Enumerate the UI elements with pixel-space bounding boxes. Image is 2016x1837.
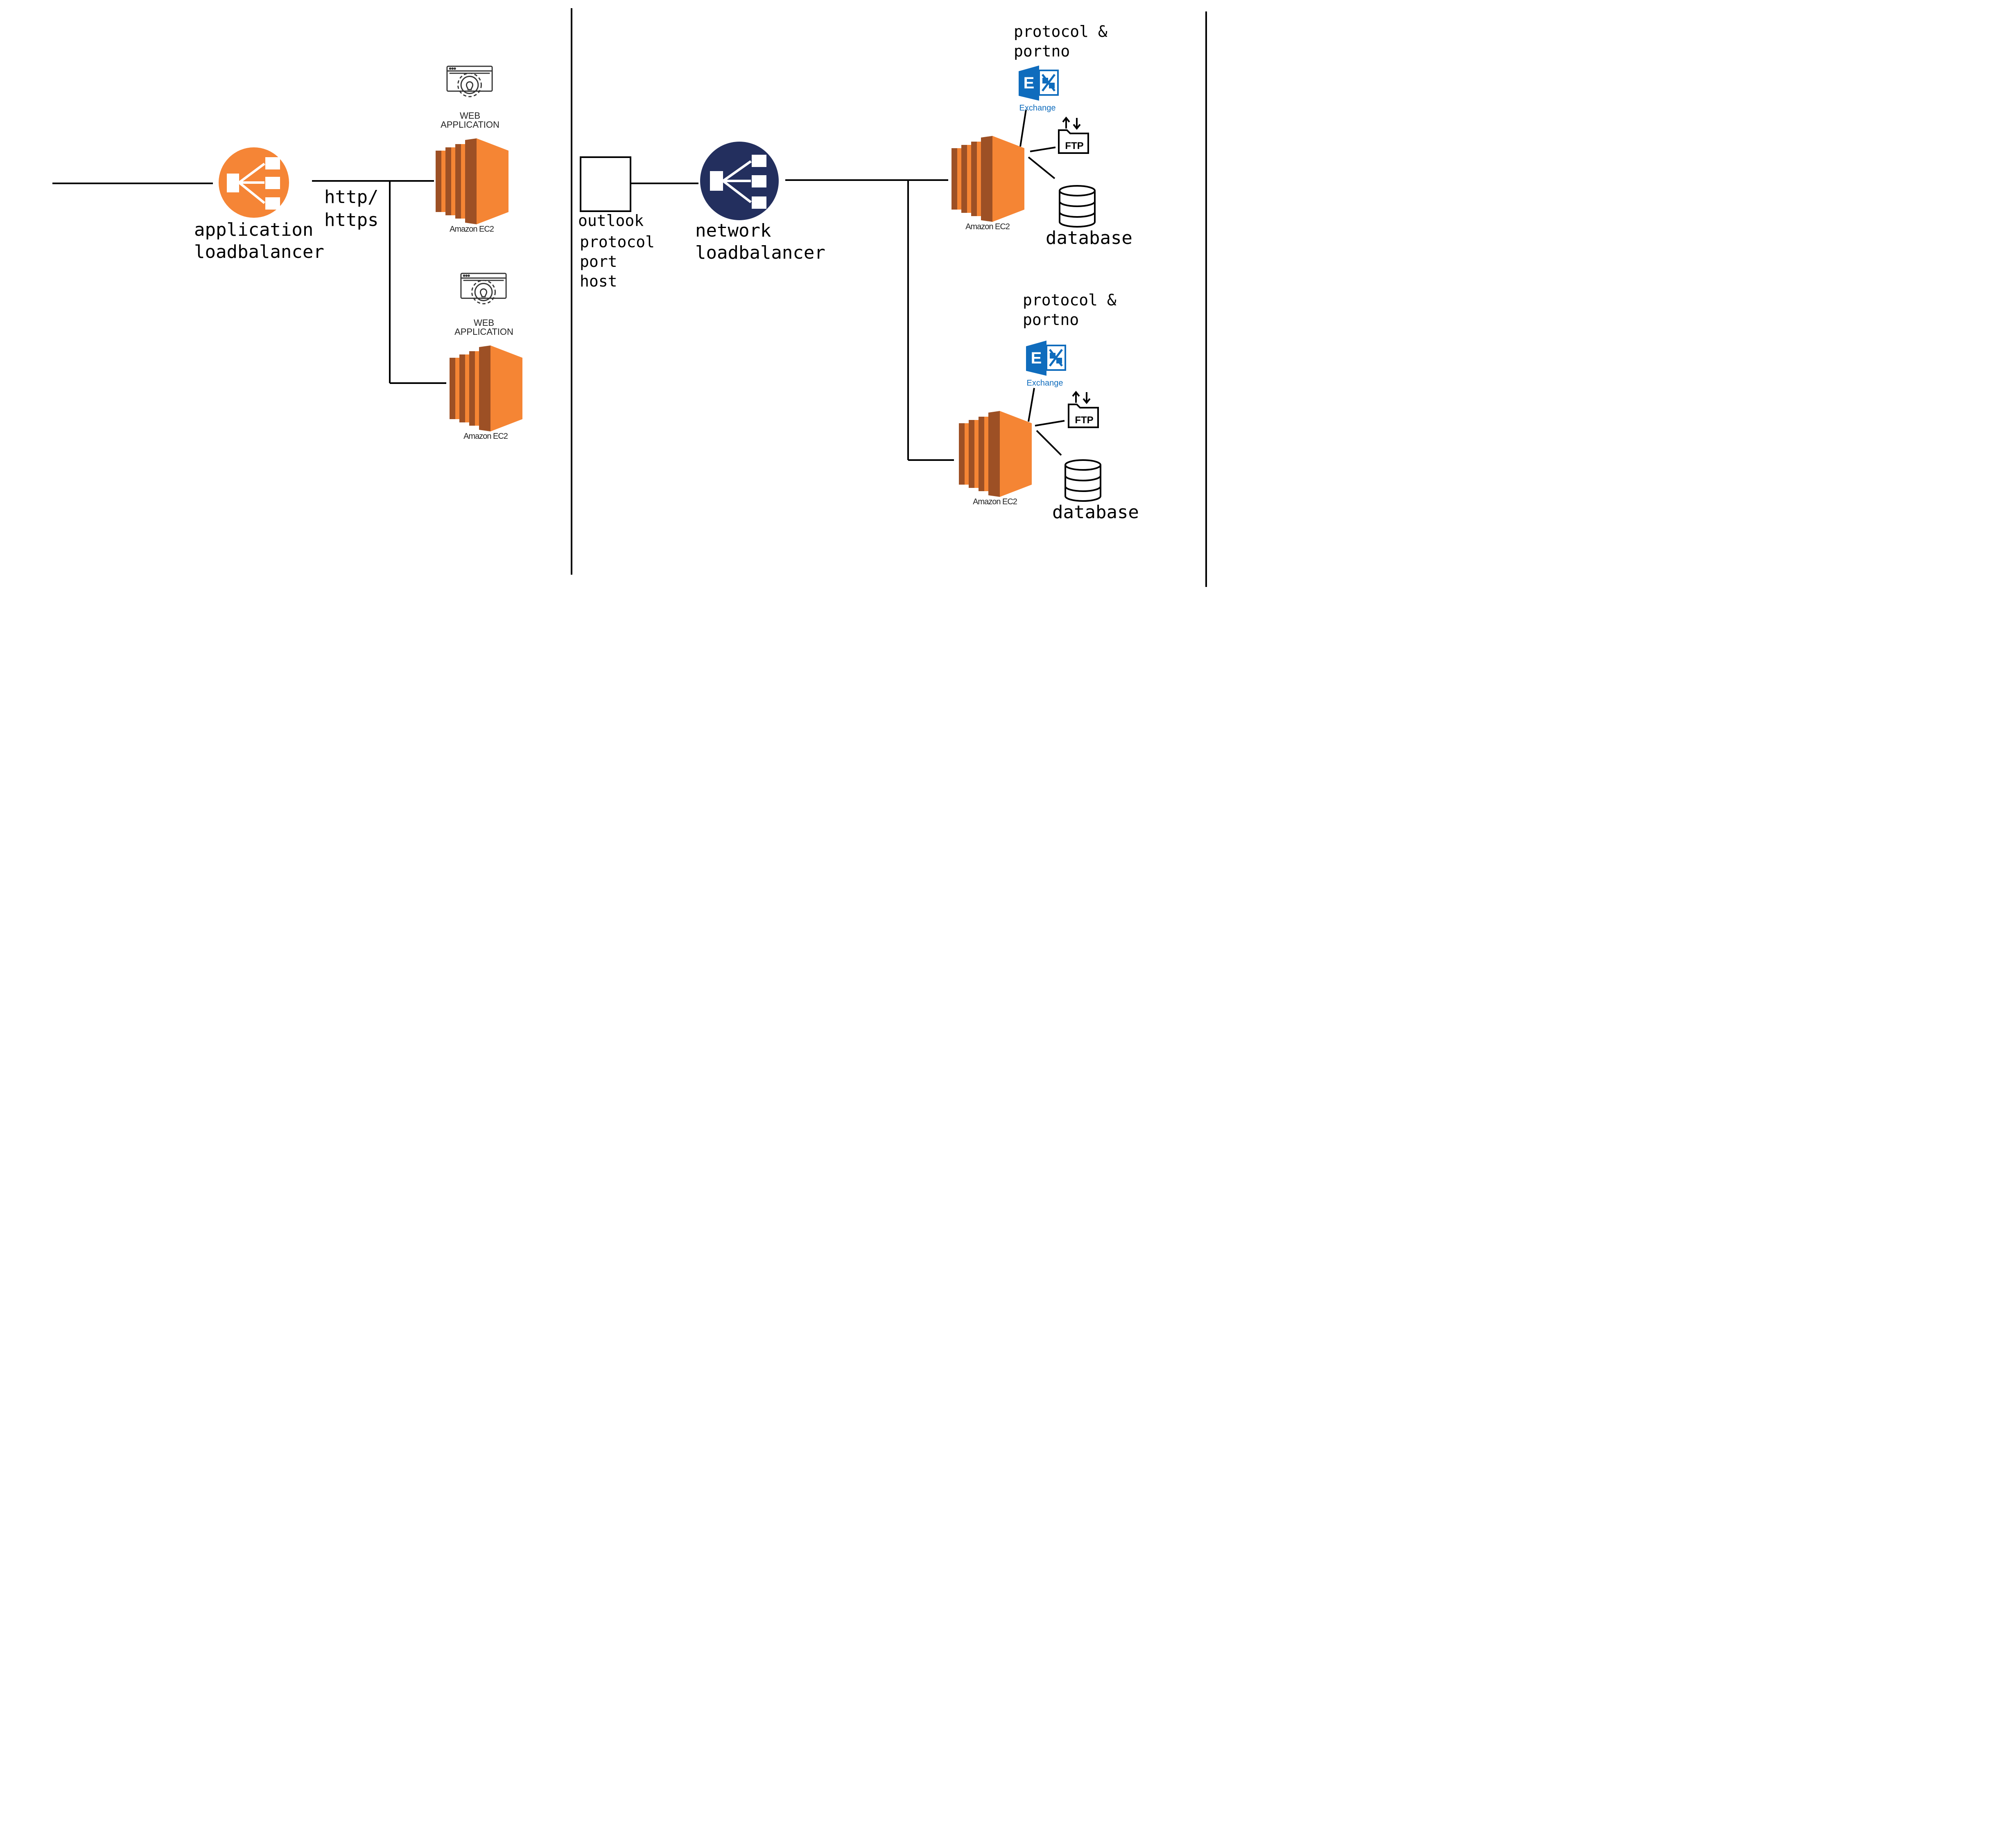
ec2-label: Amazon EC2 [973,497,1017,506]
connector-lines [52,109,1065,461]
application-lb-label-line2: loadbalancer [194,241,324,262]
application-load-balancer[interactable]: application loadbalancer [194,147,324,262]
exchange-label: Exchange [1019,104,1056,113]
exchange-label: Exchange [1027,379,1063,388]
client-detail-port: port [580,253,617,271]
network-load-balancer-icon [700,142,779,220]
ec2-instance-web-1[interactable]: Amazon EC2 [436,138,509,234]
database-label: database [1046,228,1132,248]
ec2-label: Amazon EC2 [463,432,508,441]
web-application-icon [446,65,493,97]
protocol-portno-label-line2: portno [1014,42,1070,60]
ec2-instance-icon[interactable] [959,411,1032,497]
ec2-instance-icon [436,138,509,224]
web-application-label-line1: WEB [460,111,480,121]
network-lb-label-line1: network [695,220,771,241]
web-application-label-line2: APPLICATION [441,120,499,130]
ec2-instance-icon[interactable] [951,136,1024,222]
ftp-label: FTP [1075,415,1093,426]
database-label: database [1052,502,1139,523]
application-load-balancer-icon [219,147,289,218]
outlook-client[interactable]: outlook protocol port host [578,156,655,290]
ftp-label: FTP [1065,140,1083,151]
network-lb-label-line2: loadbalancer [695,242,825,263]
outlook-box [580,156,631,212]
protocol-portno-label-line2: portno [1023,311,1079,329]
protocol-portno-label-line1: protocol & [1014,23,1107,41]
database-icon [1065,459,1101,502]
outlook-label: outlook [578,212,644,230]
ec2-label: Amazon EC2 [450,225,494,234]
network-load-balancer[interactable]: network loadbalancer [695,142,825,263]
application-lb-label-line1: application [194,219,313,240]
protocol-portno-label-line1: protocol & [1023,291,1116,309]
backend-server-2: protocol & portno Exchange FTP database … [959,291,1139,523]
http-https-label-line2: https [324,210,378,230]
ec2-instance-web-2[interactable]: Amazon EC2 [450,345,522,441]
web-application-1: WEB APPLICATION [441,65,499,130]
web-application-label-line1: WEB [474,318,494,328]
exchange-icon [1026,341,1065,376]
web-application-label-line2: APPLICATION [454,327,513,337]
web-application-2: WEB APPLICATION [454,273,513,337]
ec2-instance-icon [450,345,522,431]
backend-server-1: protocol & portno Exchange FTP database … [951,23,1132,248]
ec2-label: Amazon EC2 [965,222,1010,231]
client-detail-protocol: protocol [580,233,655,251]
exchange-icon [1019,65,1058,101]
http-https-label-line1: http/ [324,187,378,208]
database-icon [1059,185,1096,228]
client-detail-host: host [580,272,617,290]
web-application-icon [460,273,507,305]
